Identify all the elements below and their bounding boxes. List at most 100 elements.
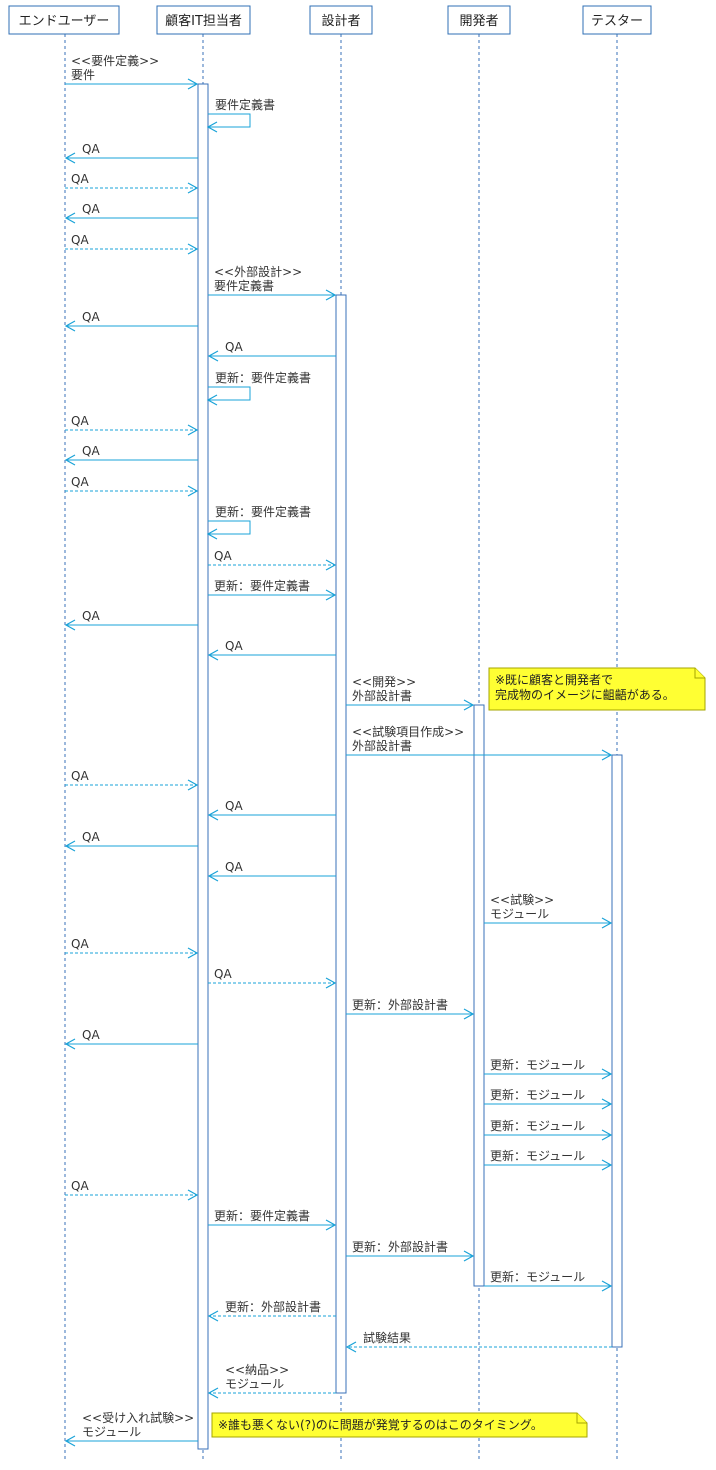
message: <<要件定義>>要件 — [65, 53, 199, 90]
message: QA — [64, 202, 198, 224]
arrow-head — [325, 559, 337, 571]
message-label: QA — [71, 475, 89, 489]
message: QA — [65, 475, 199, 497]
message-label: QA — [225, 799, 243, 813]
participant-label: 開発者 — [459, 14, 498, 29]
arrow-head — [601, 1098, 613, 1110]
message: 更新：モジュール — [484, 1269, 613, 1292]
message-label: モジュール — [225, 1377, 284, 1391]
arrow-head — [463, 1008, 475, 1020]
message-label: 外部設計書 — [352, 688, 412, 703]
arrow-head — [187, 78, 199, 90]
participant-box — [582, 5, 652, 35]
arrow-head — [64, 320, 76, 332]
self-message-line — [208, 386, 251, 401]
arrow-head — [64, 212, 76, 224]
arrow-head — [206, 121, 218, 133]
message-label: <<受け入れ試験>> — [82, 1410, 194, 1425]
arrow-head — [601, 1129, 613, 1141]
arrow-head — [207, 870, 219, 882]
message: QA — [208, 549, 337, 571]
participant-des: 設計者 — [309, 5, 373, 35]
note-body — [211, 1412, 588, 1438]
message: 更新：モジュール — [484, 1118, 613, 1141]
message-label: 更新：モジュール — [490, 1057, 585, 1072]
arrow-head — [207, 649, 219, 661]
arrow-head — [64, 152, 76, 164]
message-label: 更新：モジュール — [490, 1269, 585, 1284]
message-label: <<外部設計>> — [214, 264, 302, 279]
message-label: 更新：外部設計書 — [352, 1239, 448, 1254]
note-body — [488, 667, 706, 711]
message-label: 更新：モジュール — [490, 1148, 585, 1163]
message: QA — [64, 444, 198, 466]
message-label: 更新：要件定義書 — [214, 578, 310, 593]
message-label: 更新：モジュール — [490, 1087, 585, 1102]
arrow-head — [463, 1250, 475, 1262]
message: 更新：モジュール — [484, 1148, 613, 1171]
message-label: 要件定義書 — [214, 278, 274, 293]
participant-cust: 顧客IT担当者 — [156, 5, 251, 35]
arrow-head — [64, 1038, 76, 1050]
message-label: 更新：要件定義書 — [214, 1208, 310, 1223]
message-label: QA — [71, 769, 89, 783]
message: QA — [65, 172, 199, 194]
message-label: QA — [71, 414, 89, 428]
arrow-head — [207, 1310, 219, 1322]
participant-box — [309, 5, 373, 35]
participant-label: 顧客IT担当者 — [165, 13, 242, 29]
message-label: <<試験>> — [490, 892, 554, 907]
note-text: ※誰も悪くない(?)のに問題が発覚するのはこのタイミング。 — [218, 1417, 543, 1432]
arrow-head — [345, 1341, 357, 1353]
participant-box — [8, 5, 120, 35]
arrow-head — [601, 1159, 613, 1171]
message: QA — [65, 414, 199, 436]
arrow-head — [601, 1068, 613, 1080]
message-label: QA — [82, 609, 100, 623]
message: <<試験項目作成>>外部設計書 — [346, 724, 613, 761]
message: 更新：要件定義書 — [206, 504, 311, 540]
message: QA — [207, 639, 336, 661]
message: 更新：外部設計書 — [346, 1239, 475, 1262]
message: QA — [207, 799, 336, 821]
arrow-head — [187, 424, 199, 436]
message: 更新：要件定義書 — [208, 578, 337, 601]
message: <<受け入れ試験>>モジュール — [64, 1410, 198, 1447]
message-label: 更新：外部設計書 — [225, 1299, 321, 1314]
message: QA — [208, 967, 337, 989]
message: QA — [207, 340, 336, 362]
message-label: QA — [71, 1179, 89, 1193]
message: 更新：外部設計書 — [207, 1299, 336, 1322]
message: 試験結果 — [345, 1330, 612, 1353]
note-fold — [694, 668, 705, 679]
self-message-line — [208, 113, 251, 128]
message: QA — [65, 1179, 199, 1201]
message-label: 更新：モジュール — [490, 1118, 585, 1133]
message-label: QA — [71, 937, 89, 951]
message: <<納品>>モジュール — [207, 1363, 336, 1399]
message-label: QA — [214, 549, 232, 563]
self-message-line — [208, 520, 251, 535]
message-label: 更新：要件定義書 — [215, 504, 311, 519]
message: QA — [64, 830, 198, 852]
arrow-head — [187, 182, 199, 194]
participant-label: 設計者 — [321, 13, 360, 29]
message-label: QA — [82, 310, 100, 324]
message-label: 試験結果 — [363, 1330, 411, 1345]
arrow-head — [64, 1435, 76, 1447]
activation-bars — [197, 83, 623, 1450]
arrow-head — [207, 809, 219, 821]
arrow-head — [207, 350, 219, 362]
message-label: QA — [82, 1028, 100, 1042]
arrow-head — [187, 243, 199, 255]
activation-bar-cust — [197, 83, 209, 1450]
arrow-head — [325, 589, 337, 601]
message-label: モジュール — [490, 907, 549, 921]
participant-headers: エンドユーザー顧客IT担当者設計者開発者テスター — [8, 5, 652, 35]
messages: <<要件定義>>要件要件定義書QAQAQAQA<<外部設計>>要件定義書QAQA… — [64, 53, 613, 1447]
message-label: <<開発>> — [352, 675, 416, 689]
arrow-head — [187, 779, 199, 791]
arrow-head — [187, 485, 199, 497]
message-label: 外部設計書 — [352, 738, 412, 753]
